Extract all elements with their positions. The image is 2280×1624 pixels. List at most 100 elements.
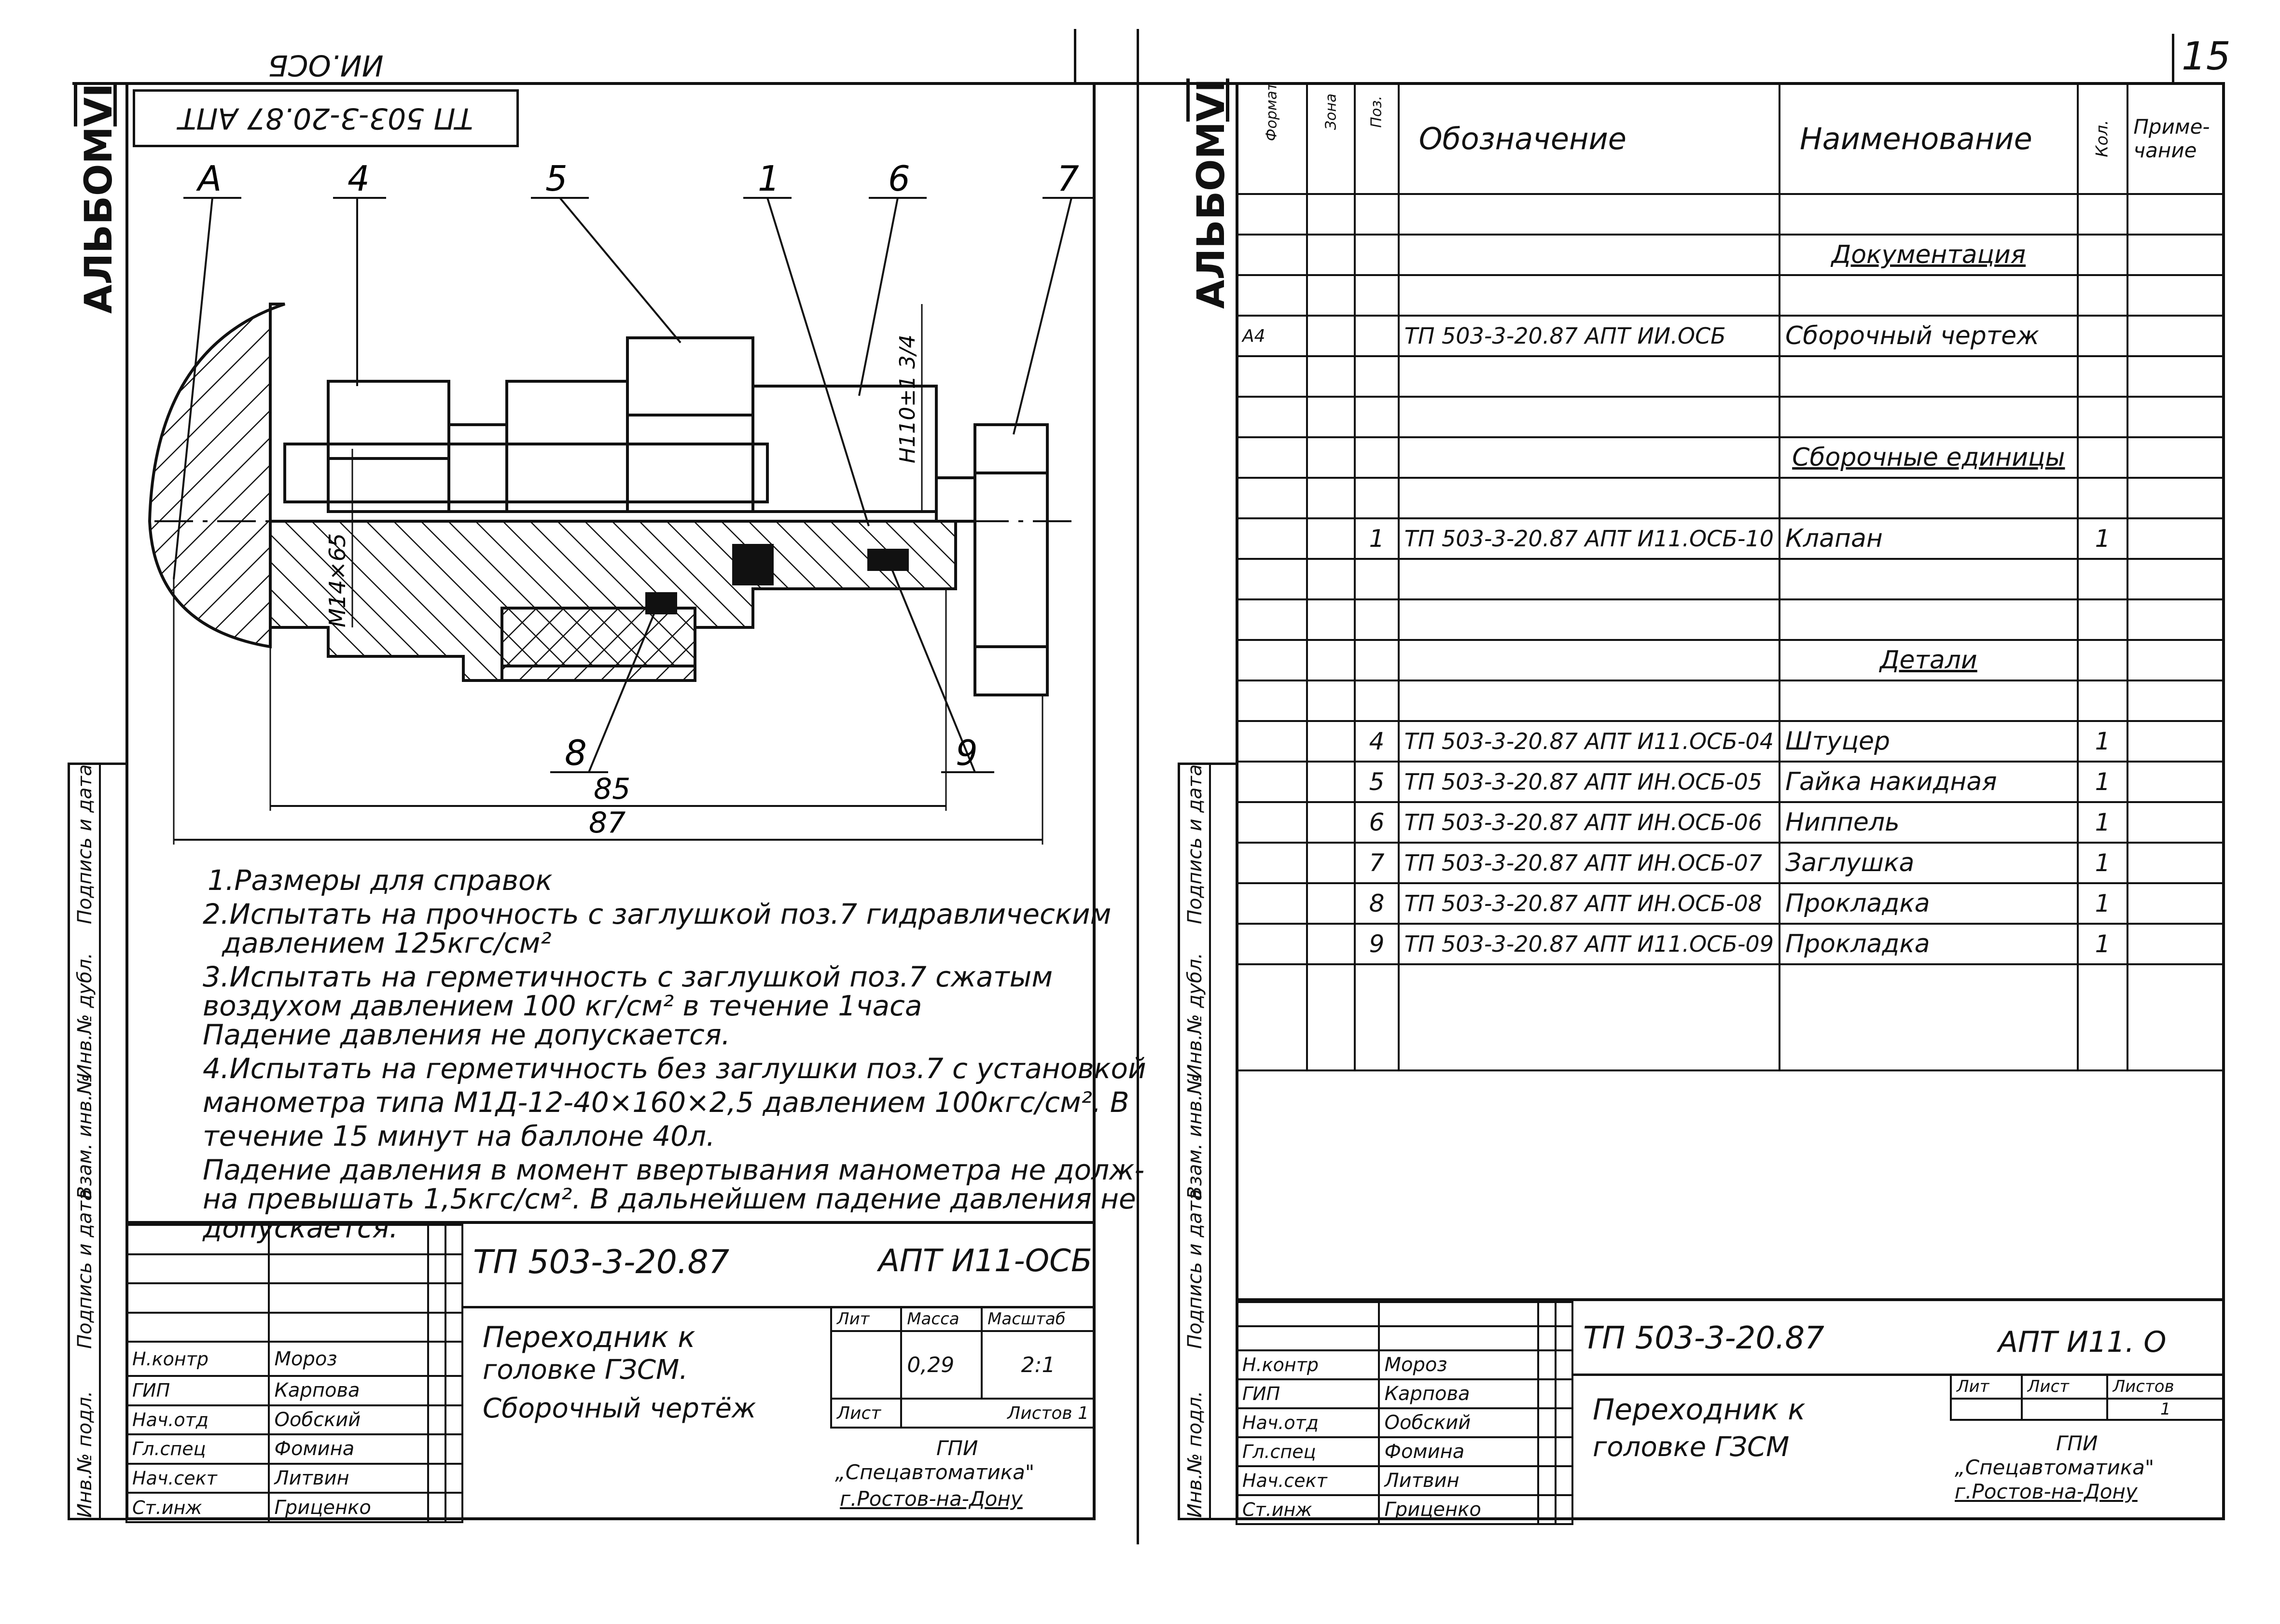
spec-pos-cell xyxy=(1354,558,1400,600)
callout-6: 6 xyxy=(888,158,910,199)
spec-name-cell: Клапан xyxy=(1778,517,2079,560)
note-line: на превышать 1,5кгс/см². В дальнейшем па… xyxy=(203,1182,1136,1215)
spec-name-cell: Гайка накидная xyxy=(1778,761,2079,803)
spec-pos-cell: 1 xyxy=(1354,517,1400,560)
spec-note-cell xyxy=(2127,517,2225,560)
spec-format-cell xyxy=(1236,355,1308,398)
spec-designation-cell: ТП 503-3-20.87 АПТ ИН.ОСБ-07 xyxy=(1397,842,1780,884)
left-org-3: г.Ростов-на-Дону xyxy=(840,1487,1023,1511)
stub xyxy=(935,476,976,523)
note-line: 2.Испытать на прочность с заглушкой поз.… xyxy=(203,898,1112,930)
spec-name-cell: Сборочный чертеж xyxy=(1778,315,2079,357)
name: Ообский xyxy=(1377,1407,1540,1438)
spec-zone-cell xyxy=(1306,355,1356,398)
spec-designation-cell xyxy=(1397,436,1780,479)
spec-pos-cell: 7 xyxy=(1354,842,1400,884)
spec-note-cell xyxy=(2127,923,2225,965)
spec-pos-cell xyxy=(1354,598,1400,641)
spec-pos-cell xyxy=(1354,193,1400,236)
right-org-3: г.Ростов-на-Дону xyxy=(1955,1480,2138,1503)
spec-name-cell: Ниппель xyxy=(1778,801,2079,844)
dim-m14: М14×65 xyxy=(324,533,350,627)
role: Нач.отд xyxy=(125,1404,270,1436)
role: Н.контр xyxy=(125,1341,270,1377)
spec-format-cell xyxy=(1236,477,1308,519)
role: Ст.инж xyxy=(125,1492,270,1523)
spec-format-cell xyxy=(1236,923,1308,965)
spec-row xyxy=(1236,680,2225,722)
spec-name-cell xyxy=(1778,355,2079,398)
spec-note-cell xyxy=(2127,193,2225,236)
spec-qty-cell xyxy=(2076,193,2129,236)
spec-zone-cell xyxy=(1306,720,1356,763)
spec-name-cell: Сборочные единицы xyxy=(1778,436,2079,479)
spec-qty-cell xyxy=(2076,355,2129,398)
right-title-2: головке ГЗСМ xyxy=(1593,1431,1790,1463)
spec-zone-cell xyxy=(1306,234,1356,276)
spec-zone-cell xyxy=(1306,680,1356,722)
assembly-drawing: A 4 5 1 6 7 8 9 85 87 М14×65 Н110±1 3/4 xyxy=(148,158,1096,845)
spec-qty-cell xyxy=(2076,274,2129,317)
spec-row: Детали xyxy=(1236,639,2225,681)
side-label: Взам. инв.№ xyxy=(74,1074,96,1199)
spec-row xyxy=(1236,193,2225,236)
spec-format-cell xyxy=(1236,801,1308,844)
spec-row xyxy=(1236,355,2225,398)
nut-5-upper xyxy=(505,380,629,513)
spec-designation-cell: ТП 503-3-20.87 АПТ И11.ОСБ-10 xyxy=(1397,517,1780,560)
name: Карпова xyxy=(1377,1378,1540,1409)
spec-row: Сборочные единицы xyxy=(1236,436,2225,479)
spec-designation-cell xyxy=(1397,355,1780,398)
spec-row xyxy=(1236,396,2225,438)
spec-pos-cell xyxy=(1354,639,1400,681)
left-org-1: ГПИ xyxy=(936,1436,978,1460)
name: Гриценко xyxy=(267,1492,430,1523)
spec-designation-cell: ТП 503-3-20.87 АПТ И11.ОСБ-04 xyxy=(1397,720,1780,763)
spec-qty-cell: 1 xyxy=(2076,517,2129,560)
side-label: Подпись и дата xyxy=(1184,1189,1206,1349)
note-line: манометра типа М1Д-12-40×160×2,5 давлени… xyxy=(203,1086,1129,1119)
role: Н.контр xyxy=(1236,1349,1380,1380)
side-label: Инв.№ подл. xyxy=(1184,1390,1206,1518)
spec-format-cell: А4 xyxy=(1236,315,1308,357)
left-corner-stamp: ТП 503-3-20.87 АПТ ИИ.ОСБ xyxy=(133,48,519,147)
spec-note-cell xyxy=(2127,436,2225,479)
spec-note-cell xyxy=(2127,720,2225,763)
role: Ст.инж xyxy=(1236,1494,1380,1525)
spec-format-cell xyxy=(1236,680,1308,722)
spec-designation-cell xyxy=(1397,396,1780,438)
spec-zone-cell xyxy=(1306,436,1356,479)
side-label: Инв.№ дубл. xyxy=(74,953,96,1079)
spec-qty-cell: 1 xyxy=(2076,882,2129,925)
spec-zone-cell xyxy=(1306,477,1356,519)
spec-format-cell xyxy=(1236,517,1308,560)
gasket-8 xyxy=(645,592,677,614)
spec-qty-cell xyxy=(2076,558,2129,600)
left-org-2: „Спецавтоматика" xyxy=(835,1460,1035,1484)
spec-note-cell xyxy=(2127,761,2225,803)
side-label: Взам. инв.№ xyxy=(1184,1074,1206,1199)
spec-zone-cell xyxy=(1306,517,1356,560)
spec-designation-cell xyxy=(1397,680,1780,722)
left-title-3: Сборочный чертёж xyxy=(483,1393,756,1424)
spec-name-cell: Детали xyxy=(1778,639,2079,681)
left-sheet xyxy=(125,82,1096,1520)
spec-pos-cell xyxy=(1354,680,1400,722)
role: Нач.сект xyxy=(1236,1465,1380,1496)
nut-5-top xyxy=(626,336,754,513)
spec-pos-cell xyxy=(1354,315,1400,357)
spec-table: Формат Зона Поз. Обозначение Наименовани… xyxy=(1236,82,2225,1071)
note-line: 3.Испытать на герметичность с заглушкой … xyxy=(203,960,1053,993)
right-album-label: АЛЬБОМVI xyxy=(1190,78,1233,309)
spec-designation-cell: ТП 503-3-20.87 АПТ ИН.ОСБ-08 xyxy=(1397,882,1780,925)
spec-note-cell xyxy=(2127,639,2225,681)
role: Гл.спец xyxy=(1236,1436,1380,1467)
dim-h110: Н110±1 3/4 xyxy=(895,334,920,463)
right-doc-suffix: АПТ И11. О xyxy=(1998,1325,2167,1359)
left-doc-suffix: АПТ И11-ОСБ xyxy=(878,1243,1092,1279)
spec-note-cell xyxy=(2127,234,2225,276)
